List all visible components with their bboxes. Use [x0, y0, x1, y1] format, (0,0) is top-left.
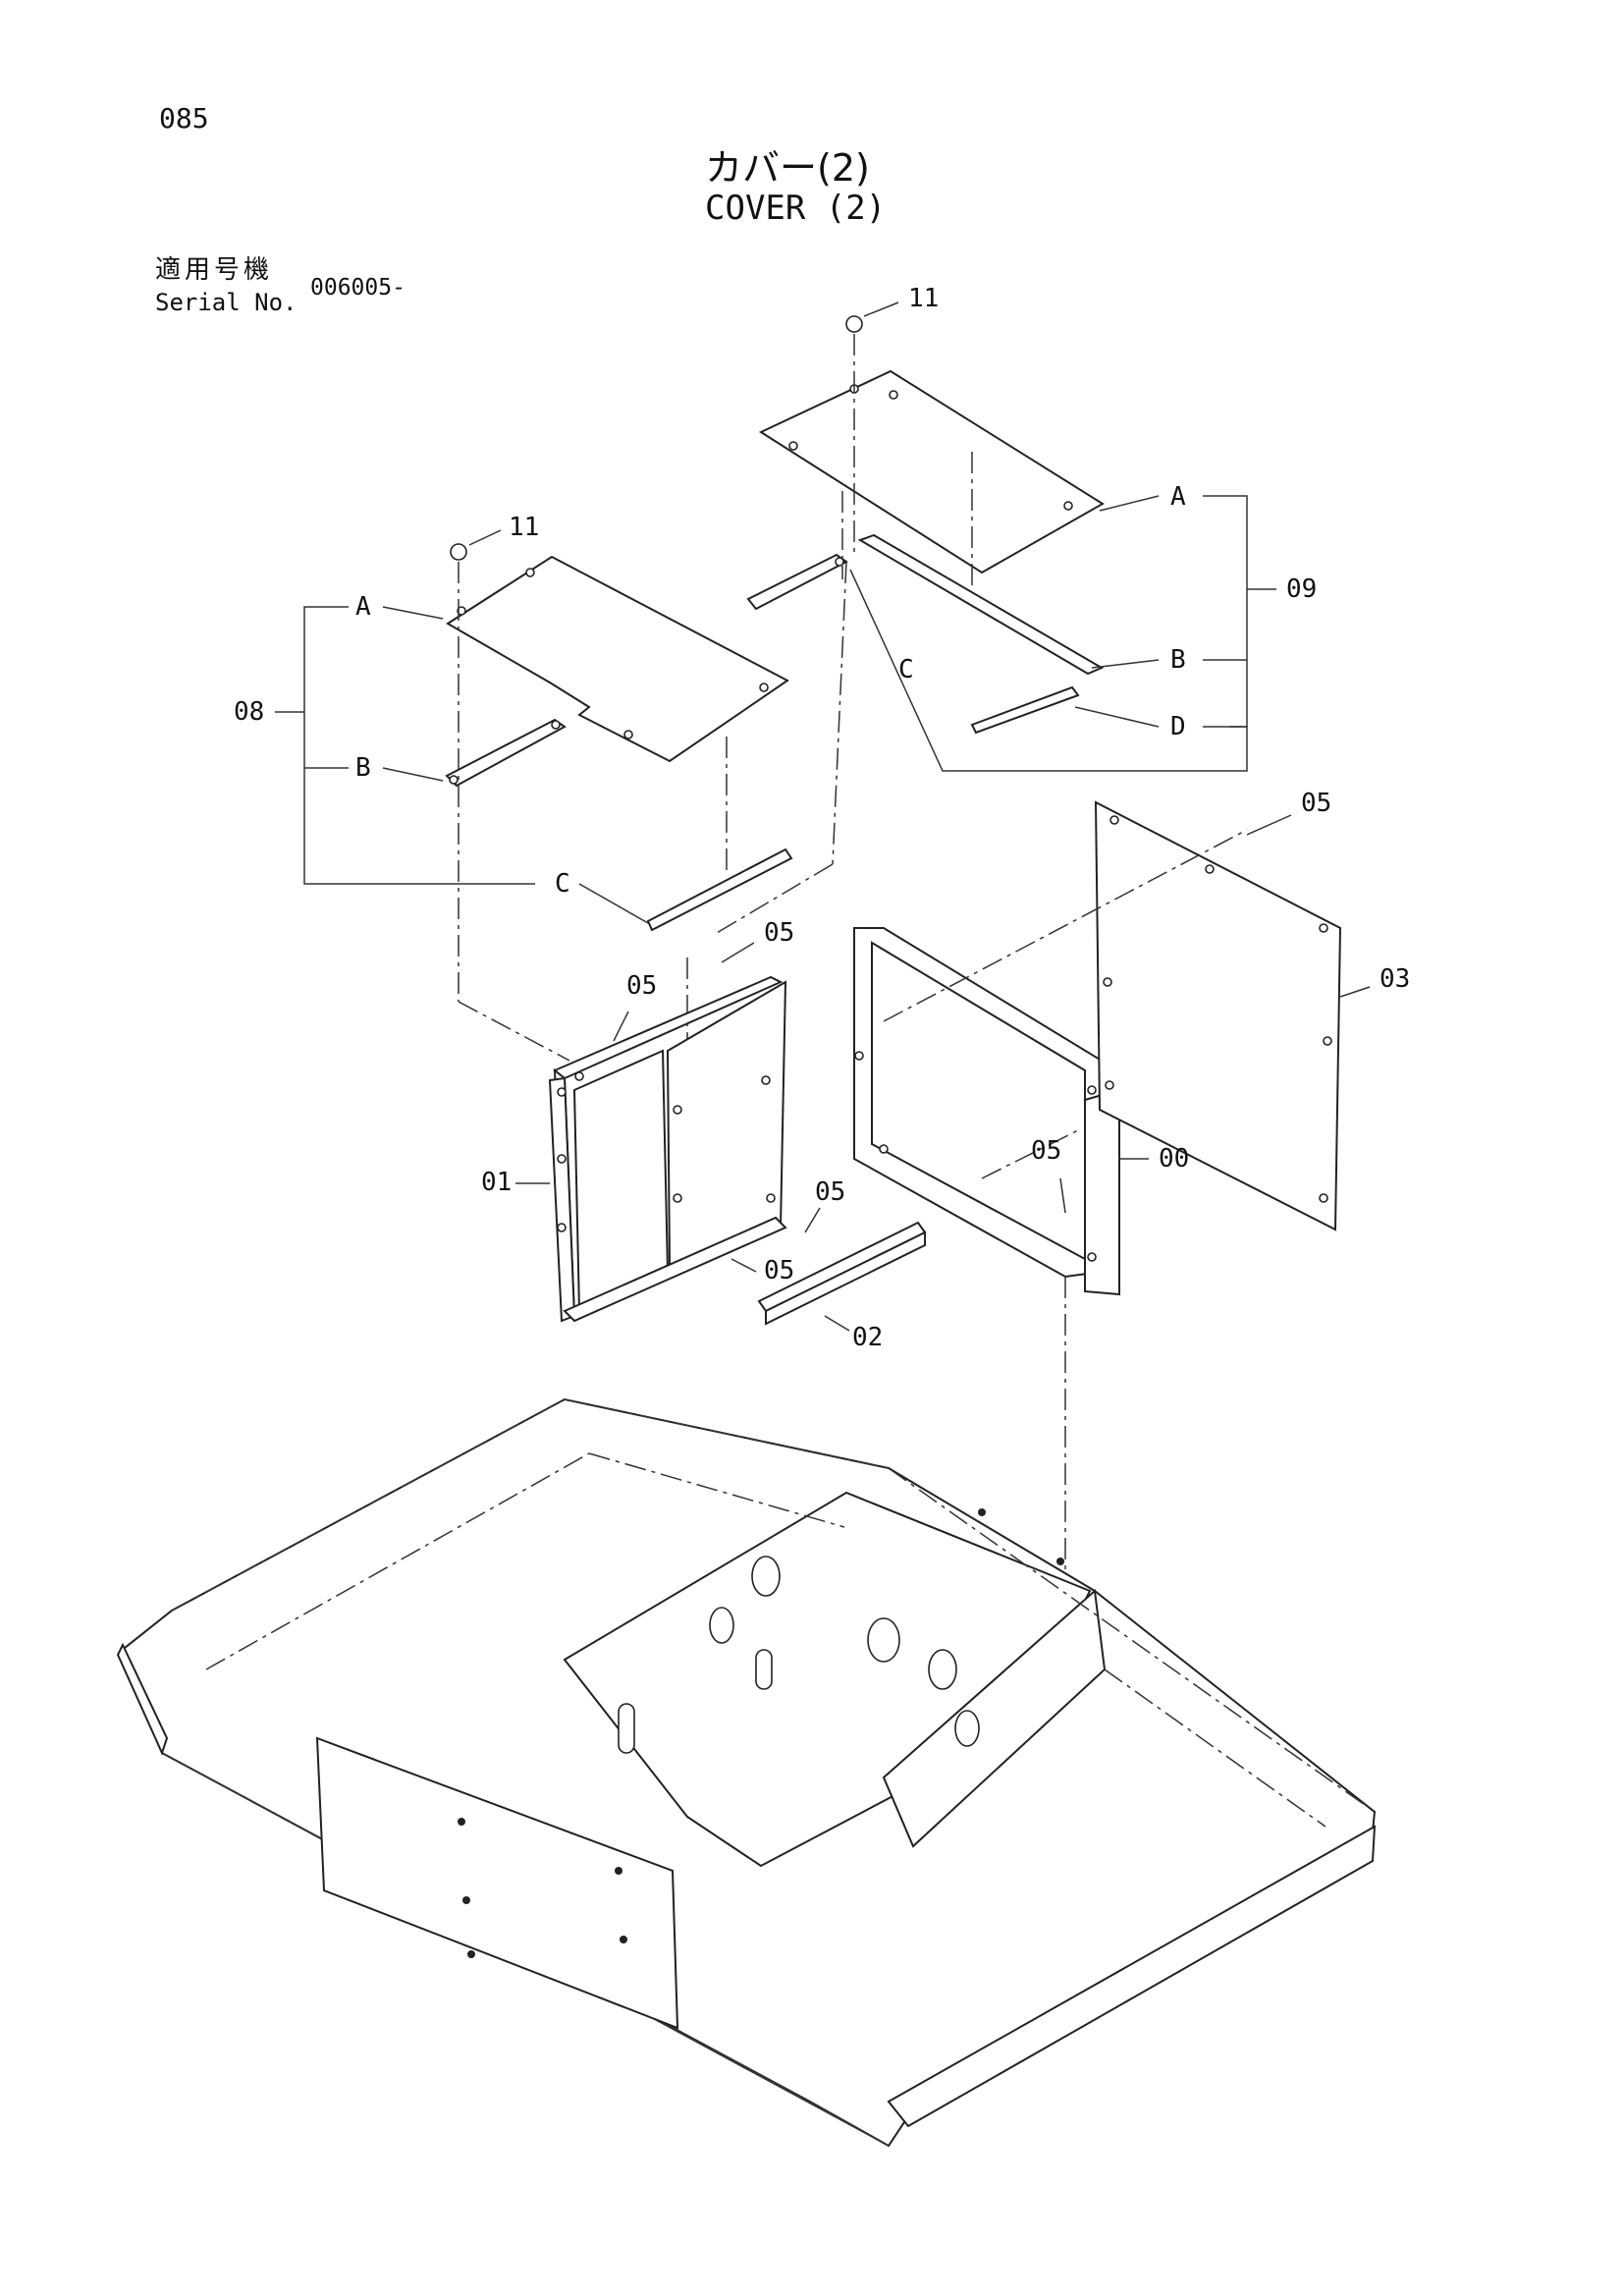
base-frame: [116, 1397, 1377, 2148]
callout-a-left: A: [355, 592, 371, 622]
callout-03: 03: [1380, 964, 1410, 994]
callout-c-left: C: [555, 869, 570, 899]
callout-01: 01: [481, 1168, 512, 1197]
page-title-english: COVER (2): [705, 189, 887, 228]
callout-02: 02: [852, 1323, 883, 1352]
bracket-02: [757, 1221, 927, 1326]
frame-01: [548, 975, 787, 1323]
callout-05-bracket-a: 05: [815, 1177, 845, 1207]
callout-05-bracket-b: 05: [764, 1256, 794, 1285]
callout-c-right: C: [898, 655, 914, 684]
cover-09-part-c: [746, 553, 848, 611]
serial-label-english: Serial No.: [155, 289, 298, 316]
callout-09: 09: [1286, 574, 1317, 604]
callout-11-top: 11: [908, 284, 939, 313]
frame-00: [853, 927, 1120, 1296]
callout-05-mid: 05: [764, 918, 794, 948]
callout-b-right: B: [1170, 645, 1186, 675]
callout-05-top-right: 05: [1301, 789, 1331, 818]
callout-b-left: B: [355, 753, 371, 783]
cover-08-part-b: [445, 718, 567, 788]
cover-08-part-a: [446, 555, 789, 763]
callout-a-right: A: [1170, 482, 1186, 512]
cover-09-part-d: [970, 685, 1080, 735]
serial-number-value: 006005-: [310, 275, 406, 301]
bolt-11-left: [450, 543, 467, 561]
callout-05-left: 05: [626, 971, 657, 1001]
page-number: 085: [159, 102, 209, 135]
callout-d-right: D: [1170, 712, 1186, 741]
page-title-japanese: カバー(2): [705, 146, 870, 190]
bolt-11-top: [845, 315, 863, 333]
panel-03: [1094, 800, 1342, 1231]
serial-label-japanese: 適用号機: [155, 255, 274, 285]
callout-05-frame: 05: [1031, 1136, 1061, 1166]
cover-09-part-b: [857, 533, 1105, 676]
leader-lines: [275, 301, 1371, 1332]
cover-08-part-c: [646, 847, 793, 932]
callout-11-left: 11: [509, 513, 539, 542]
callout-08: 08: [234, 697, 264, 727]
callout-00: 00: [1159, 1144, 1189, 1174]
cover-09-part-a: [758, 369, 1105, 574]
